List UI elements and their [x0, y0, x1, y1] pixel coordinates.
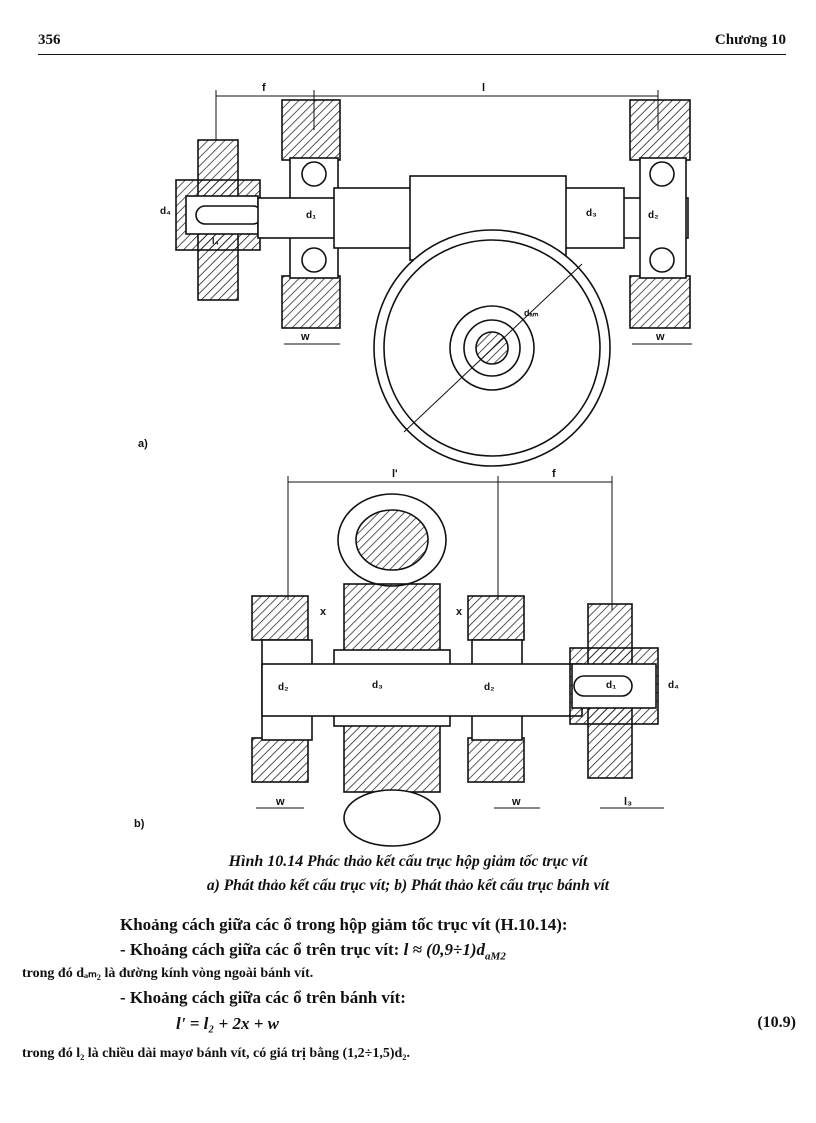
caption-number: Hình 10.14	[228, 853, 304, 870]
dim-d2-left-b: d₂	[278, 682, 289, 693]
dim-l-a: l	[482, 82, 486, 94]
dim-x-left-b: x	[320, 606, 327, 618]
caption-title: Phác thảo kết cấu trục hộp giảm tốc trục…	[307, 853, 588, 870]
dim-d3-a: d₃	[586, 208, 597, 219]
line2-formula: l ≈ (0,9÷1)d	[403, 940, 486, 959]
dim-d3-b: d₃	[372, 680, 383, 691]
dim-l4-a: l₄	[212, 236, 219, 246]
paragraph-line-1: Khoảng cách giữa các ổ trong hộp giảm tố…	[120, 915, 568, 934]
dim-d2-a: d₂	[648, 210, 659, 221]
dim-d2-right-b: d₂	[484, 682, 495, 693]
equation: l' = l₂ + 2x + w	[176, 1014, 279, 1033]
line2-text: - Khoảng cách giữa các ổ trên trục vít:	[120, 940, 404, 959]
dim-d1-b: d₁	[606, 680, 617, 691]
dim-w-left-a: w	[301, 331, 310, 343]
figure-b-wheel-shaft	[251, 476, 664, 847]
figure-caption: Hình 10.14 Phác thảo kết cấu trục hộp gi…	[0, 853, 816, 871]
page-header: 356 Chương 10	[38, 30, 786, 55]
paragraph-line-3: trong đó dₐₘ₂ là đường kính vòng ngoài b…	[22, 966, 314, 981]
dim-f-b: f	[552, 468, 556, 480]
dim-d4-b: d₄	[668, 680, 679, 691]
dim-w-right-a: w	[656, 331, 665, 343]
line2-subscript: aM2	[485, 950, 506, 963]
dim-x-right-b: x	[456, 606, 463, 618]
dim-f-a: f	[262, 82, 266, 94]
figure-a-worm-shaft	[175, 90, 692, 467]
dim-w-right-b: w	[512, 796, 521, 808]
dim-l3-b: l₃	[624, 796, 633, 808]
dim-d1-a: d₁	[306, 210, 317, 221]
equation-number: (10.9)	[757, 1014, 796, 1031]
engineering-figure	[175, 90, 692, 847]
figure-subcaption: a) Phát thảo kết cấu trục vít; b) Phát t…	[206, 877, 610, 894]
paragraph-line-6: trong đó l₂ là chiều dài mayơ bánh vít, …	[22, 1046, 410, 1061]
dim-d4-a: d₄	[160, 206, 171, 217]
chapter-title: Chương 10	[714, 32, 786, 48]
paragraph-line-4: - Khoảng cách giữa các ổ trên bánh vít:	[120, 988, 406, 1007]
figure-label-b: b)	[134, 818, 145, 830]
dim-dam-a: dₐₘ	[524, 308, 539, 318]
dim-lprime-b: l'	[392, 468, 398, 480]
page-number: 356	[38, 32, 61, 48]
figure-label-a: a)	[138, 438, 148, 450]
dim-w-left-b: w	[276, 796, 285, 808]
paragraph-line-2: - Khoảng cách giữa các ổ trên trục vít: …	[120, 940, 506, 962]
